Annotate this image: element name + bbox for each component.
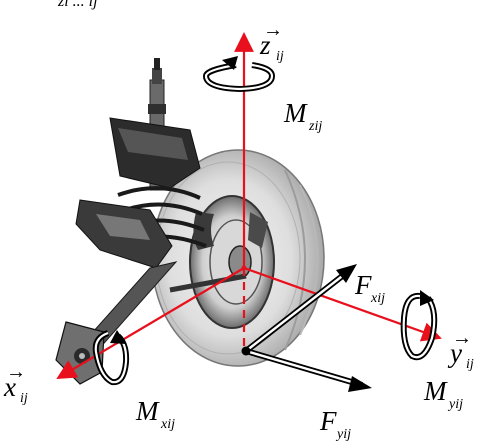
svg-text:M: M [423, 376, 448, 406]
svg-text:F: F [354, 270, 372, 300]
rotation-arrow-icon [202, 56, 276, 93]
svg-text:yij: yij [335, 427, 351, 442]
svg-text:ij: ij [276, 49, 284, 64]
svg-text:M: M [283, 98, 308, 128]
rotation-arrow-icon [400, 290, 438, 361]
rotation-arrow-icon [92, 330, 130, 386]
force-x-label: F xij [354, 270, 385, 306]
svg-text:x: x [3, 372, 16, 402]
svg-text:→: → [263, 19, 283, 41]
x-axis-arrow [56, 267, 245, 380]
svg-text:z: z [259, 30, 271, 60]
svg-text:xij: xij [370, 291, 385, 306]
moment-z-label: M zij [283, 98, 322, 134]
y-axis-label: → y ij [447, 327, 474, 372]
svg-text:→: → [452, 327, 472, 349]
svg-text:zij: zij [308, 119, 322, 134]
svg-text:ij: ij [20, 391, 28, 406]
force-x-arrow [244, 264, 357, 354]
svg-text:→: → [6, 361, 26, 383]
z-axis-label: → z ij [259, 19, 284, 64]
svg-text:F: F [319, 406, 337, 436]
moment-y-label: M yij [423, 376, 463, 412]
contact-point [241, 346, 251, 356]
force-vectors [241, 264, 372, 392]
moment-x-label: M xij [135, 396, 175, 432]
x-axis-label: → x ij [3, 361, 28, 406]
svg-text:y: y [447, 338, 462, 368]
top-cut-text: zi ... ij [57, 0, 98, 10]
svg-text:M: M [135, 396, 160, 426]
svg-text:yij: yij [447, 397, 463, 412]
force-y-label: F yij [319, 406, 351, 442]
force-y-arrow [245, 348, 372, 392]
axes [56, 32, 442, 380]
svg-text:xij: xij [160, 417, 175, 432]
svg-text:ij: ij [466, 357, 474, 372]
y-axis-arrow [243, 266, 442, 342]
